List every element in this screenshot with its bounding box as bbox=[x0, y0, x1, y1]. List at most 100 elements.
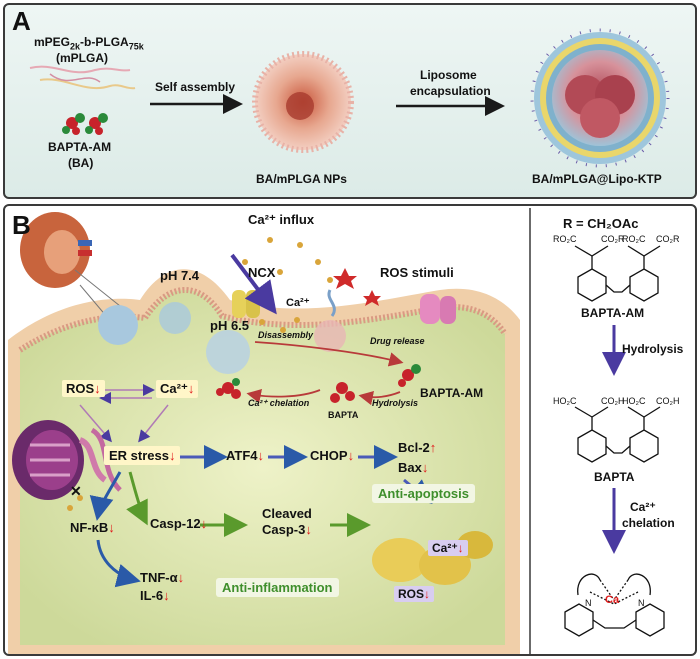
ph-outer-label: pH 7.4 bbox=[160, 268, 200, 283]
disassembled-np-icon bbox=[314, 320, 346, 352]
polymer-sub-2: 75k bbox=[128, 41, 144, 52]
ca-influx-label: Ca²⁺ influx bbox=[248, 212, 315, 227]
er-stress-label: ER stress bbox=[109, 448, 169, 463]
casp3-label: Casp-3 bbox=[262, 522, 306, 537]
self-assembly-label: Self assembly bbox=[155, 80, 236, 94]
ros-stimuli-label: ROS stimuli bbox=[380, 265, 454, 280]
anti-inflammation-box: Anti-inflammation bbox=[216, 578, 339, 597]
ncx-label: NCX bbox=[248, 265, 276, 280]
ca-bottom-label: Ca²⁺ bbox=[432, 541, 458, 555]
nfkb-label: NF-κB bbox=[70, 520, 109, 535]
il6-down-arrow: ↓ bbox=[163, 588, 170, 603]
chelation-label-1: Ca²⁺ bbox=[630, 500, 656, 514]
calcium-dots bbox=[67, 237, 333, 511]
bax-node: Bax↓ bbox=[398, 460, 428, 475]
atf4-node: ATF4↓ bbox=[226, 448, 264, 463]
ca-influx-arrow bbox=[230, 253, 277, 315]
polymer-mid-part: -b-PLGA bbox=[80, 35, 129, 49]
ca-bapta-complex-structure bbox=[564, 573, 665, 637]
liposome-label-1: Liposome bbox=[420, 68, 477, 82]
ros-box-label: ROS bbox=[66, 381, 95, 396]
ros-bottom-label: ROS bbox=[398, 587, 425, 601]
endocytosed-nanoparticle-icon bbox=[159, 302, 191, 334]
r-definition: R = CH₂OAc bbox=[563, 216, 639, 231]
ca-bottom-down-arrow: ↓ bbox=[457, 541, 464, 555]
bax-label: Bax bbox=[398, 460, 422, 475]
casp3-down-arrow: ↓ bbox=[305, 522, 312, 537]
tnfa-node: TNF-α↓ bbox=[140, 570, 184, 585]
mitochondrion-icon bbox=[12, 420, 84, 500]
bapta-am-structure-label: BAPTA-AM bbox=[581, 306, 645, 320]
drug-abbr: (BA) bbox=[68, 156, 94, 170]
il6-label: IL-6 bbox=[140, 588, 164, 603]
bapta-molecules-icon bbox=[216, 364, 421, 403]
bcl2-label: Bcl-2 bbox=[398, 440, 430, 455]
anti-apoptosis-box: Anti-apoptosis bbox=[372, 484, 475, 503]
bapta-cell-label: BAPTA bbox=[328, 410, 359, 420]
ros-stimuli-icon bbox=[333, 268, 381, 306]
ca-box-label: Ca²⁺ bbox=[160, 381, 188, 396]
membrane-channel-icon bbox=[420, 294, 456, 324]
panel-a-letter: A bbox=[12, 6, 31, 36]
polymer-abbr: (mPLGA) bbox=[56, 51, 108, 65]
n-atom-left: N bbox=[585, 598, 592, 608]
disassembly-label: Disassembly bbox=[258, 330, 314, 340]
ros-bottom-box: ROS↓ bbox=[394, 586, 435, 602]
tnfa-down-arrow: ↓ bbox=[177, 570, 185, 585]
er-stress-down-arrow: ↓ bbox=[168, 448, 176, 463]
panel-b-letter: B bbox=[12, 210, 31, 240]
bcl2-up-arrow: ↑ bbox=[429, 440, 437, 455]
hydrolysis-label: Hydrolysis bbox=[622, 342, 684, 356]
ca-down-arrow: ↓ bbox=[187, 381, 195, 396]
ro2c-1: RO₂C bbox=[553, 234, 577, 244]
nfkb-node: NF-κB↓ bbox=[70, 520, 115, 535]
bapta-am-cell-label: BAPTA-AM bbox=[420, 386, 484, 400]
co2r-1: CO₂R bbox=[601, 234, 625, 244]
liposome-label-2: encapsulation bbox=[410, 84, 491, 98]
co2r-2: CO₂R bbox=[656, 234, 680, 244]
drug-name: BAPTA-AM bbox=[48, 140, 112, 154]
co2h-1: CO₂H bbox=[601, 396, 625, 406]
ph-inner-label: pH 6.5 bbox=[210, 318, 250, 333]
co2h-2: CO₂H bbox=[656, 396, 680, 406]
ca-ion-label: Ca²⁺ bbox=[286, 297, 310, 309]
bapta-am-structure bbox=[574, 245, 661, 302]
np-caption: BA/mPLGA NPs bbox=[256, 172, 347, 186]
cleaved-label: Cleaved bbox=[262, 506, 312, 521]
polymer-name-part: mPEG bbox=[34, 35, 71, 49]
liposome-icon bbox=[530, 28, 670, 168]
drug-release-label: Drug release bbox=[370, 336, 425, 346]
nfkb-down-arrow: ↓ bbox=[108, 520, 115, 535]
chop-down-arrow: ↓ bbox=[347, 448, 355, 463]
endosome-icon bbox=[206, 330, 250, 374]
ca-atom: Ca bbox=[605, 594, 620, 606]
kidney-icon bbox=[20, 212, 92, 288]
bcl2-node: Bcl-2↑ bbox=[398, 440, 436, 455]
chop-node: CHOP↓ bbox=[310, 448, 354, 463]
casp12-label: Casp-12 bbox=[150, 516, 201, 531]
ros-bottom-down-arrow: ↓ bbox=[424, 587, 431, 601]
ros-down-arrow: ↓ bbox=[94, 381, 101, 396]
nanoparticle-icon bbox=[252, 51, 354, 153]
ca-chelation-cycle-label: Ca²⁺ chelation bbox=[248, 398, 310, 408]
ho2c-1: HO₂C bbox=[553, 396, 577, 406]
polymer-strands bbox=[29, 65, 136, 90]
casp3-node: Casp-3↓ bbox=[262, 522, 312, 537]
block-mark-icon: ✕ bbox=[70, 483, 82, 499]
polymer-sub-1: 2k bbox=[70, 41, 81, 52]
bapta-am-molecule-icon bbox=[62, 113, 108, 135]
polymer-name: mPEG2k-b-PLGA75k bbox=[34, 35, 144, 51]
chop-label: CHOP bbox=[310, 448, 348, 463]
er-stress-box: ER stress↓ bbox=[104, 446, 181, 465]
ca-box: Ca²⁺↓ bbox=[156, 380, 199, 398]
bapta-structure bbox=[574, 406, 661, 463]
chelation-label-2: chelation bbox=[622, 516, 675, 530]
lipo-caption: BA/mPLGA@Lipo-KTP bbox=[532, 172, 662, 186]
tnfa-label: TNF-α bbox=[140, 570, 178, 585]
ro2c-2: RO₂C bbox=[622, 234, 646, 244]
ho2c-2: HO₂C bbox=[622, 396, 646, 406]
casp12-down-arrow: ↓ bbox=[200, 516, 208, 531]
ros-sensor-icon bbox=[327, 289, 336, 317]
bax-down-arrow: ↓ bbox=[421, 460, 429, 475]
